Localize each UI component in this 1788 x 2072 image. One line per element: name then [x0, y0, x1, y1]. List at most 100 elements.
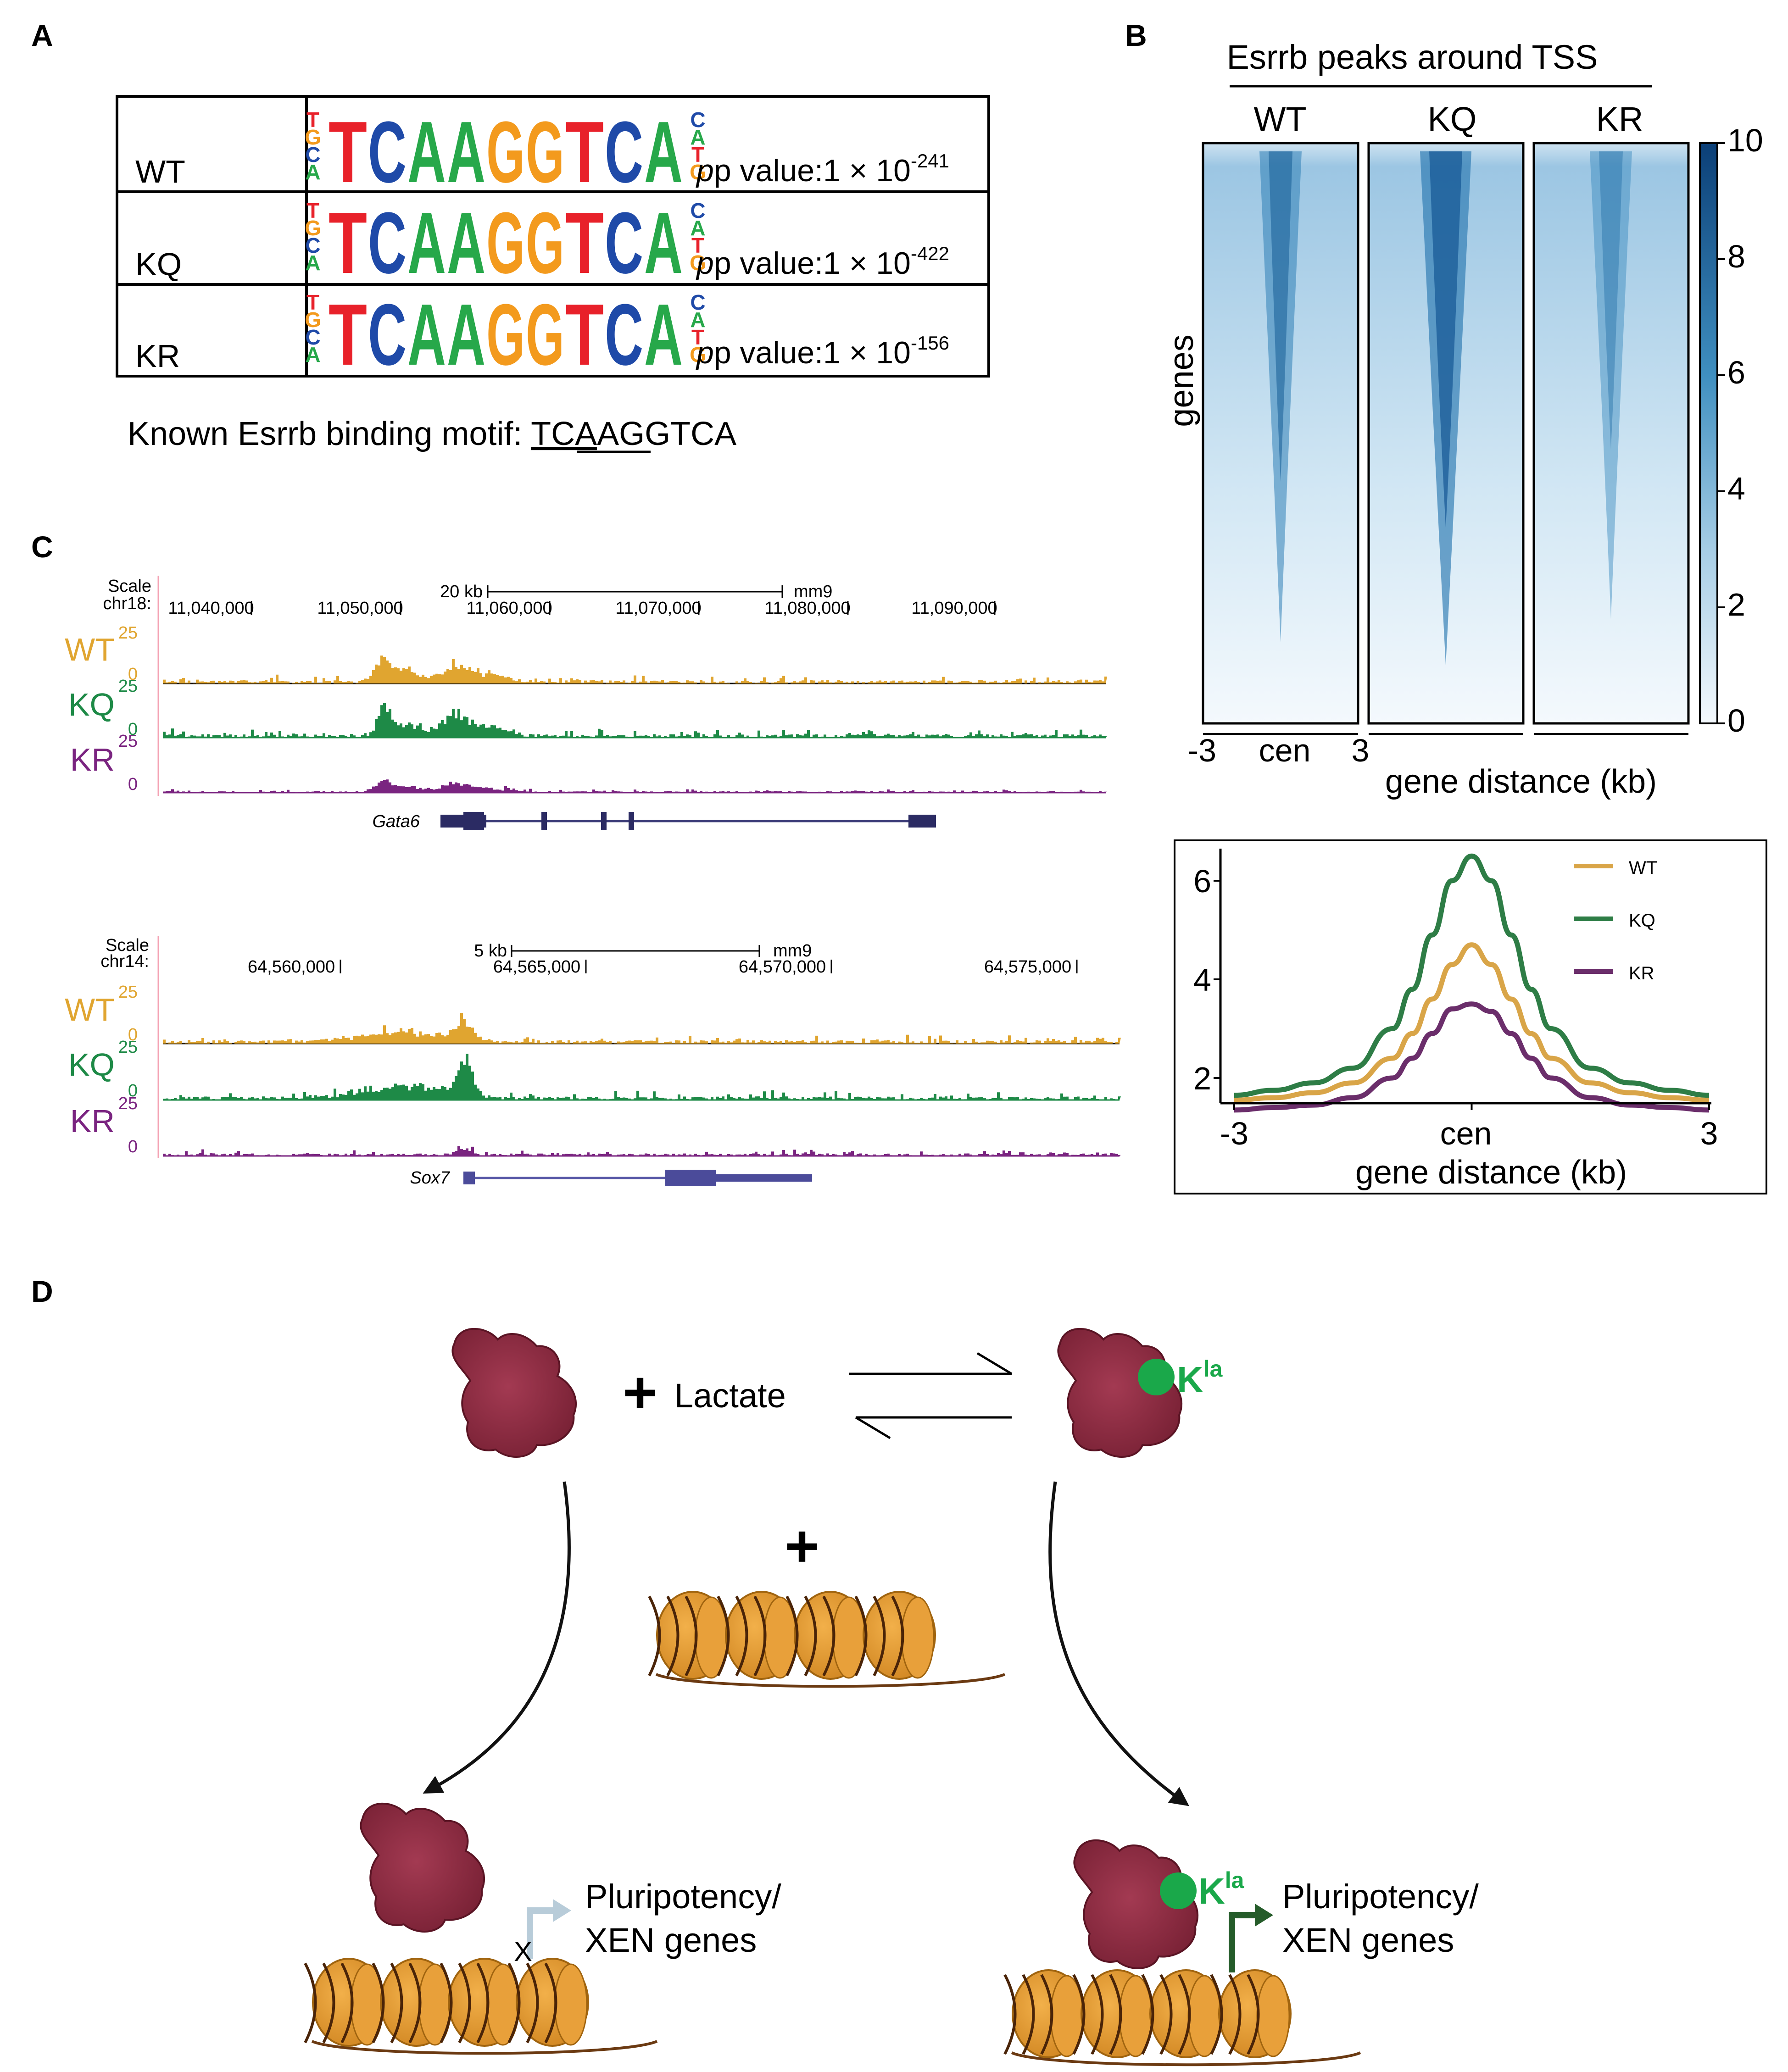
chromatin-fiber: [648, 1591, 1006, 1688]
motif-letter: T: [329, 286, 367, 383]
track-label-kq: KQ: [68, 687, 115, 722]
coverage-track-wt: [163, 655, 1107, 684]
profile-y-tick: 2: [1193, 1061, 1211, 1096]
colorbar: 10 8 6 4 2 0: [1699, 122, 1763, 739]
motif-flank-letter: A: [690, 125, 705, 149]
motif-flank-letter: T: [691, 233, 704, 257]
protein-lactylated-bottom: [1073, 1839, 1198, 1969]
motif-flank-letter: G: [690, 251, 706, 275]
row-label-kr: KR: [135, 338, 180, 374]
plus-sign-middle: +: [785, 1512, 819, 1579]
motif-letter: A: [447, 286, 485, 383]
tss-arrow-inactive: [527, 1899, 571, 1959]
track-label-kr: KR: [70, 1103, 115, 1139]
profile-x-tick: -3: [1220, 1116, 1248, 1151]
profile-x-tick: cen: [1440, 1116, 1492, 1151]
scale-bar-label: 5 kb: [474, 941, 507, 961]
legend-kq: KQ: [1629, 911, 1655, 931]
motif-letter: C: [368, 194, 407, 292]
coverage-track-wt: [163, 1013, 1121, 1044]
track-max-kq: 25: [118, 677, 138, 696]
colorbar-tick: 4: [1727, 471, 1745, 506]
motif-letter: G: [526, 194, 564, 292]
track-max-kq: 25: [118, 1038, 138, 1057]
track-min-wt: 0: [128, 1025, 138, 1044]
motif-flank-letter: G: [305, 125, 321, 149]
profile-marks: [1214, 853, 1710, 1113]
protein-unmodified-top: [451, 1328, 577, 1458]
lactylation-mark: [1160, 1872, 1197, 1909]
motif-flank-letter: A: [305, 251, 320, 275]
chromatin-left: [304, 1958, 658, 2055]
track-label-wt: WT: [65, 632, 115, 667]
motif-letter: T: [329, 194, 367, 292]
lactylation-mark: [1138, 1359, 1175, 1395]
series-line-kq: [1234, 853, 1710, 1098]
heatmap-y-label: genes: [1162, 334, 1200, 427]
gene-label-sox7: Sox7: [410, 1168, 450, 1188]
legend-kr: KR: [1629, 963, 1654, 983]
track-max-wt: 25: [118, 623, 138, 643]
motif-flank-letter: C: [305, 325, 320, 349]
panel-label-d: D: [31, 1274, 53, 1308]
scale-label: Scale: [108, 577, 151, 596]
motif-letter: C: [368, 286, 407, 383]
pvalue-wt: pp value:1 × 10-241: [696, 150, 949, 188]
motif-flank-letter: C: [690, 199, 705, 222]
coverage-track-kr: [163, 1146, 1121, 1157]
motif-letter: G: [526, 104, 564, 201]
motif-letter: A: [407, 286, 446, 383]
colorbar-tick: 6: [1727, 355, 1745, 390]
motif-letter: T: [565, 286, 604, 383]
motif-flank-letter: G: [690, 160, 706, 184]
motif-letter: C: [605, 194, 643, 292]
panel-label-a: A: [31, 18, 53, 52]
genome-browser-sox7: Scale chr14: 5 kb mm9 64,560,000 64,565,…: [65, 936, 1121, 1188]
arrow-left: [423, 1481, 571, 1794]
motif-flank-letter: T: [306, 290, 319, 314]
motif-letter: A: [447, 194, 485, 292]
profile-y-tick: 4: [1193, 962, 1211, 998]
motif-letter: G: [526, 286, 564, 383]
chrom-label: chr18:: [103, 594, 151, 613]
track-min-kr: 0: [128, 1137, 138, 1156]
heatmap-x-tick: -3: [1188, 733, 1216, 768]
kla-label-top: Kla: [1177, 1356, 1223, 1400]
genome-browser-gata6: Scale chr18: 20 kb mm9 11,040,000 11,050…: [65, 576, 1107, 831]
track-label-kr: KR: [70, 742, 115, 778]
scale-bar-label: 20 kb: [440, 582, 483, 601]
plus-sign: +: [623, 1359, 657, 1426]
motif-letter: A: [644, 104, 683, 201]
coverage-track-kq: [163, 703, 1107, 739]
heatmap-kq: [1367, 142, 1525, 725]
motif-letter: A: [407, 104, 446, 201]
motif-flank-letter: C: [305, 143, 320, 167]
gene-model-gata6: [440, 812, 936, 830]
pvalue-kr: pp value:1 × 10-156: [696, 332, 949, 370]
track-min-wt: 0: [128, 665, 138, 684]
motif-letter: C: [368, 104, 407, 201]
coord-label: 64,570,000: [739, 957, 826, 977]
coord-label: 11,040,000: [168, 599, 254, 618]
motif-letter: C: [605, 104, 643, 201]
panel-label-c: C: [31, 530, 53, 564]
motif-flank-letter: A: [690, 216, 705, 240]
heatmap-title: Esrrb peaks around TSS: [1227, 38, 1598, 76]
legend-wt: WT: [1629, 858, 1657, 878]
protein-unmodified-bottom: [360, 1802, 485, 1933]
profile-x-tick: 3: [1700, 1116, 1718, 1151]
track-max-kr: 25: [118, 1094, 138, 1113]
heatmap-col-kq: KQ: [1428, 100, 1477, 138]
motif-letter: T: [565, 104, 604, 201]
motif-letter: A: [407, 194, 446, 292]
motif-letter: A: [447, 104, 485, 201]
pvalue-kq: pp value:1 × 10-422: [696, 243, 949, 281]
gene-label-left-line2: XEN genes: [585, 1921, 757, 1959]
series-line-kr: [1234, 1001, 1710, 1113]
motif-letter: G: [486, 286, 525, 383]
coverage-track-kr: [163, 779, 1107, 794]
